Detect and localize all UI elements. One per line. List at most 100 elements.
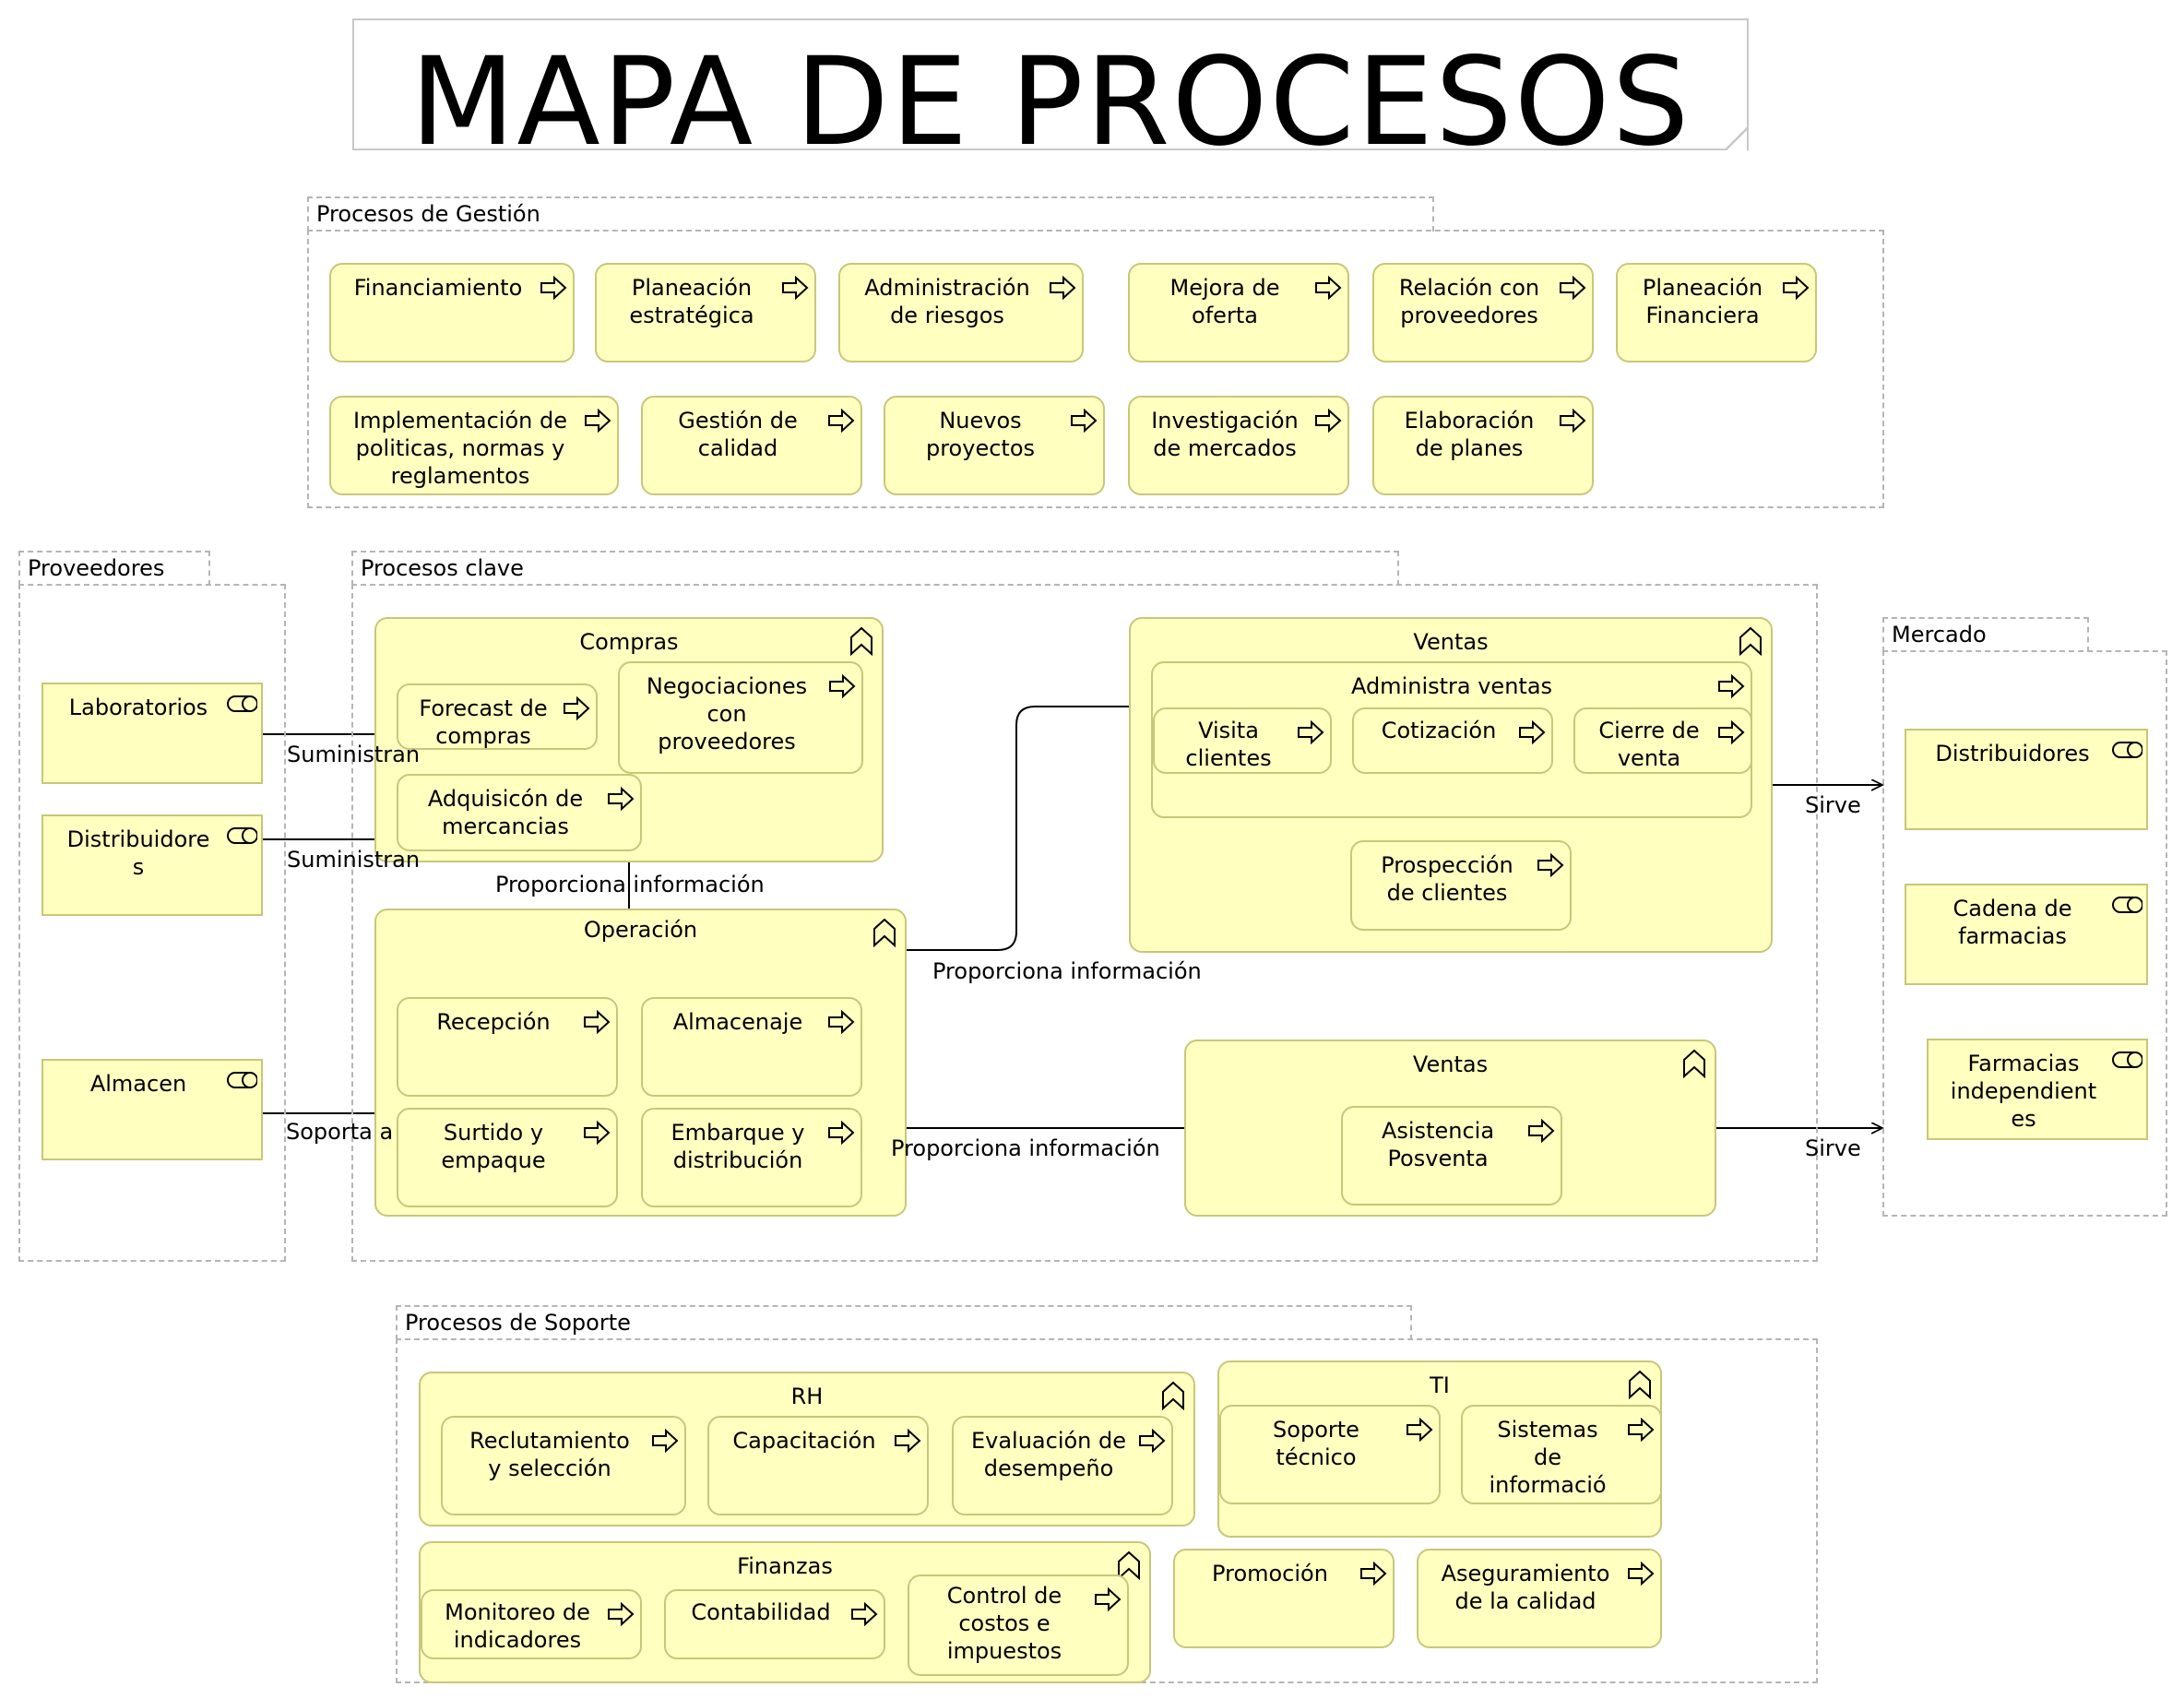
group-proveedores-label: Proveedores <box>28 555 165 581</box>
function-title: Operación <box>583 917 698 943</box>
process-arrow-icon <box>1527 1119 1555 1143</box>
process-cotizacion[interactable]: Cotización <box>1352 707 1553 774</box>
actor-label: Laboratorios <box>68 695 208 720</box>
group-clave-label: Procesos clave <box>361 555 524 581</box>
process-arrow-icon <box>827 1121 855 1145</box>
process-recepcion[interactable]: Recepción <box>397 997 618 1097</box>
process-label: Financiamiento <box>353 275 523 301</box>
process-arrow-icon <box>1359 1562 1387 1586</box>
process-financiamiento[interactable]: Financiamiento <box>329 263 575 362</box>
function-operacion[interactable]: Operación Recepción Almacenaje Surtido y… <box>374 909 907 1217</box>
process-arrow-icon <box>1070 409 1098 433</box>
function-chevron-icon <box>849 626 874 656</box>
group-proveedores <box>18 584 286 1262</box>
process-arrow-icon <box>1406 1418 1433 1442</box>
function-chevron-icon <box>1738 626 1763 656</box>
process-arrow-icon <box>1717 674 1745 698</box>
process-arrow-icon <box>607 787 635 811</box>
process-label: Capacitación <box>732 1428 876 1454</box>
edge-label-suministran-1: Suministran <box>287 742 421 767</box>
process-arrow-icon <box>827 409 855 433</box>
process-arrow-icon <box>583 1121 611 1145</box>
process-contabilidad[interactable]: Contabilidad <box>664 1589 885 1659</box>
edge-label-proporciona-ventas: Proporciona información <box>932 958 1202 984</box>
group-mercado-tab: Mercado <box>1882 617 2089 652</box>
process-arrow-icon <box>1782 276 1810 300</box>
actor-almacen[interactable]: Almacen <box>42 1059 263 1160</box>
process-capacitacion[interactable]: Capacitación <box>707 1416 929 1515</box>
actor-role-icon <box>226 694 257 714</box>
process-arrow-icon <box>850 1602 878 1626</box>
edge-label-proporciona-compras: Proporciona información <box>495 872 765 897</box>
actor-laboratorios[interactable]: Laboratorios <box>42 683 263 784</box>
process-arrow-icon <box>607 1602 635 1626</box>
group-clave-tab: Procesos clave <box>351 551 1399 586</box>
process-almacenaje[interactable]: Almacenaje <box>641 997 862 1097</box>
title-corner <box>1723 126 1747 150</box>
process-label: Promoción <box>1212 1561 1328 1586</box>
process-arrow-icon <box>1314 276 1342 300</box>
function-title: TI <box>1430 1372 1450 1398</box>
actor-role-icon <box>2111 740 2142 760</box>
function-chevron-icon <box>1116 1550 1142 1580</box>
group-clave <box>351 584 1818 1262</box>
process-arrow-icon <box>1297 720 1324 744</box>
actor-role-icon <box>226 1070 257 1090</box>
actor-distribuidores-mercado[interactable]: Distribuidores <box>1905 729 2148 830</box>
function-title: Ventas <box>1413 629 1489 655</box>
process-promocion[interactable]: Promoción <box>1173 1549 1395 1648</box>
function-title: Ventas <box>1412 1051 1489 1077</box>
process-arrow-icon <box>1138 1429 1166 1453</box>
function-title: Compras <box>579 629 679 655</box>
